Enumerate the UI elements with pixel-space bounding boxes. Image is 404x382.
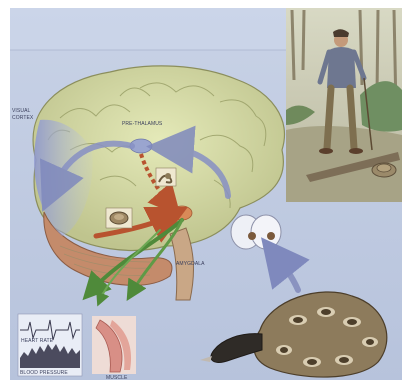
visual-cortex-label-line1: VISUAL: [12, 108, 31, 114]
amygdala-label: AMYGDALA: [176, 261, 205, 267]
heart-rate-label: HEART RATE: [21, 338, 54, 344]
amygdala-node: [172, 206, 192, 220]
right-eye: [251, 215, 281, 249]
snake-image-cortex: [106, 208, 132, 228]
muscle-label: MUSCLE: [106, 375, 128, 381]
thalamus-label: PRE-THALAMUS: [122, 121, 163, 127]
visual-cortex-label-line2: CORTEX: [12, 115, 34, 121]
eyes: [231, 215, 281, 249]
inset-snake: [372, 163, 396, 177]
muscle-illustration: [92, 316, 136, 374]
forest-inset: [286, 8, 402, 202]
snake-image-thalamus: [156, 168, 176, 186]
vitals-panel: [18, 314, 82, 376]
blood-pressure-label: BLOOD PRESSURE: [20, 370, 68, 376]
